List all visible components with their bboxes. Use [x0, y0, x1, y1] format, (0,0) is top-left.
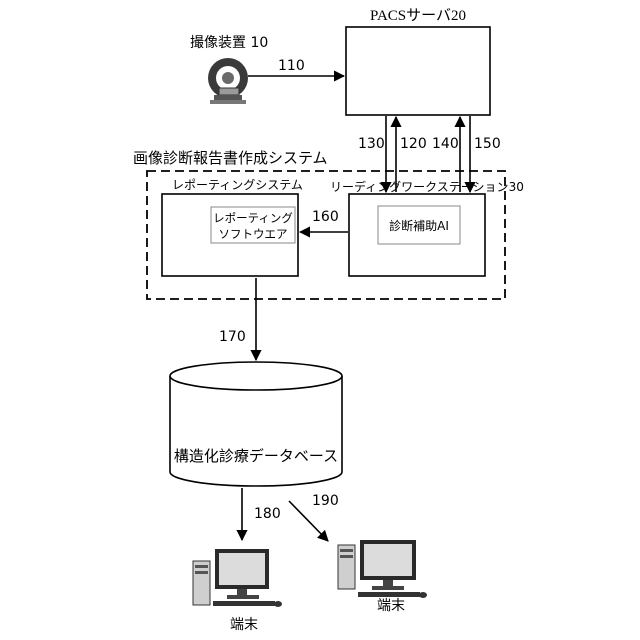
database-cylinder [170, 362, 342, 486]
imaging-device-label: 撮像装置 10 [190, 34, 268, 51]
arrow-140-label: 140 [432, 136, 459, 152]
ct-scanner-icon [208, 58, 248, 104]
reading-workstation-title: リーディングワークステーション30 [330, 179, 524, 194]
system-title: 画像診断報告書作成システム [133, 149, 328, 167]
pacs-server-label: PACSサーバ20 [370, 8, 466, 24]
arrow-160-label: 160 [312, 209, 339, 225]
computer-icon [193, 549, 282, 607]
reporting-software-line1: レポーティング [213, 211, 293, 225]
diagnosis-ai-label: 診断補助AI [389, 218, 449, 233]
terminal-1-label: 端末 [230, 617, 258, 633]
arrow-110-label: 110 [278, 58, 305, 74]
database-label: 構造化診療データベース [174, 447, 338, 465]
terminal-2-label: 端末 [377, 598, 405, 614]
pacs-server-box [346, 27, 490, 115]
arrow-130-label: 130 [358, 136, 385, 152]
reporting-software-line2: ソフトウエア [219, 227, 288, 241]
reporting-system-title: レポーティングシステム [172, 178, 303, 192]
arrow-170-label: 170 [219, 329, 246, 345]
computer-icon [338, 540, 427, 598]
arrow-120-label: 120 [400, 136, 427, 152]
arrow-180-label: 180 [254, 506, 281, 522]
arrow-150-label: 150 [474, 136, 501, 152]
arrow-190-label: 190 [312, 493, 339, 509]
